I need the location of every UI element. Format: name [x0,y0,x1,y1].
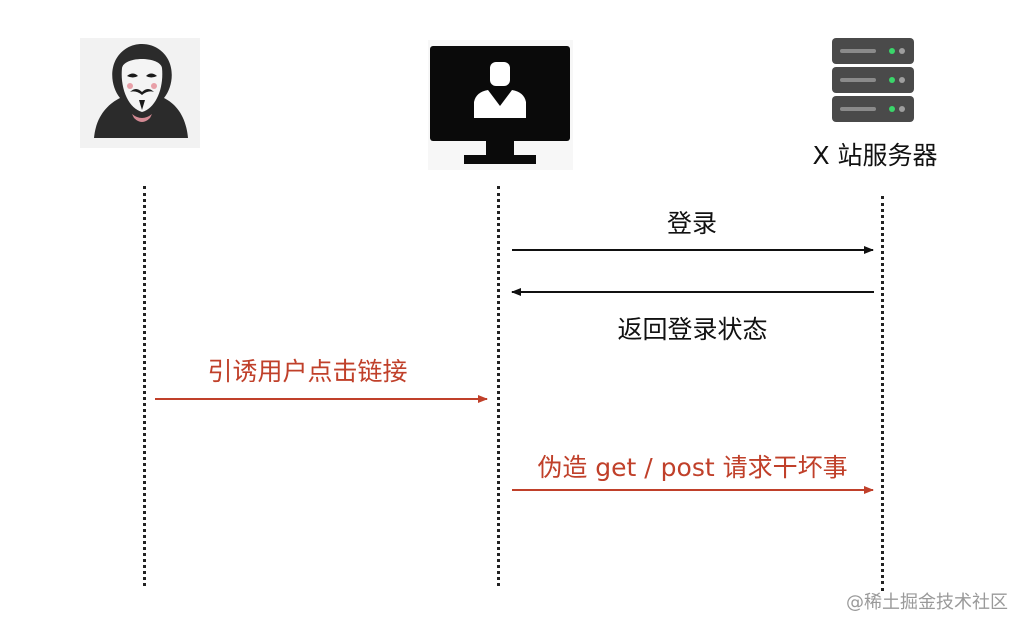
watermark: @稀土掘金技术社区 [846,588,1022,614]
